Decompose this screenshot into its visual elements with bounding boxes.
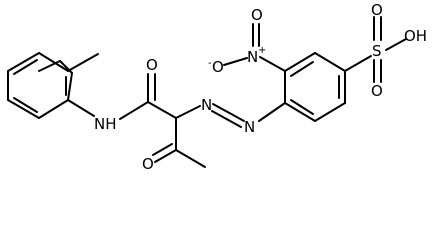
azo-double-bond <box>212 103 245 122</box>
ketone-methyl-bond <box>175 149 206 168</box>
nitro-minus-charge: - <box>208 58 212 69</box>
atom-n-azo-1: N <box>201 96 212 114</box>
nitroaryl-ring <box>284 52 346 122</box>
toluidine-ring <box>7 52 73 119</box>
atom-n-nitro: N <box>247 48 258 66</box>
ring-methyl-bond <box>67 53 99 72</box>
atom-nh: NH <box>94 115 117 133</box>
ch-azo-bond <box>175 105 201 119</box>
azo-double-bond-2 <box>211 110 242 128</box>
atom-o-amide: O <box>146 56 158 74</box>
ring-nh-bond <box>67 99 95 117</box>
carbonyl-ch-bond <box>147 101 177 119</box>
structure-drawing: O NH O N N N + O - O S O O OH <box>7 1 427 173</box>
ring-nitro-bond <box>259 56 286 72</box>
atom-n-azo-2: N <box>244 118 255 136</box>
atom-s: S <box>372 42 382 60</box>
ketone-co-bond <box>154 149 177 163</box>
atom-o-ketone: O <box>142 155 154 173</box>
nitro-o-left-bond <box>223 57 248 66</box>
ketone-co-bond-2 <box>152 143 173 156</box>
atom-o-nitro-top: O <box>251 6 263 24</box>
atom-o-nitro-left: O <box>212 58 224 76</box>
nitro-plus-charge: + <box>258 45 266 56</box>
s-oh-bond <box>385 38 407 51</box>
azo-aryl-bond <box>258 102 286 122</box>
atom-oh: OH <box>404 27 427 45</box>
ring-s-bond <box>344 55 372 72</box>
chemical-structure-canvas: O NH O N N N + O - O S O O OH <box>7 1 428 173</box>
atom-o-s-bottom: O <box>371 82 383 100</box>
nh-carbonyl-bond <box>119 101 149 120</box>
atom-o-s-top: O <box>371 1 383 19</box>
